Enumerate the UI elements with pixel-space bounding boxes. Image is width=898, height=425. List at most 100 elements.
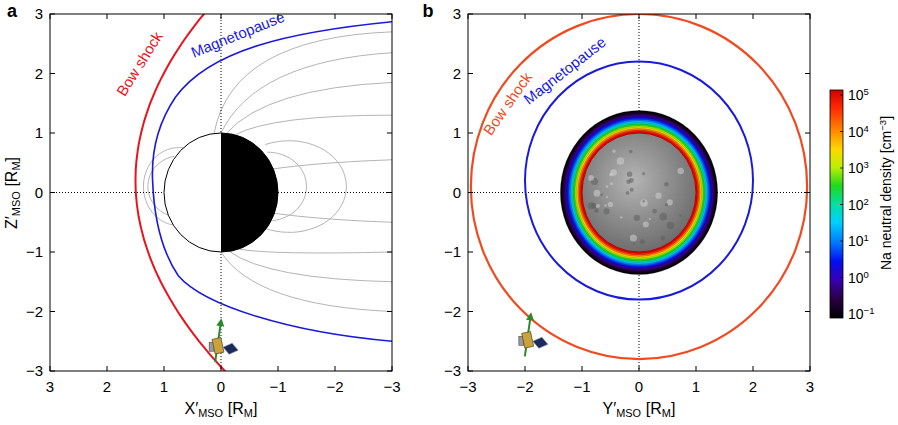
tick-label: −1 <box>444 244 461 261</box>
crater <box>630 234 637 241</box>
crater <box>626 191 630 195</box>
tick-mark <box>805 371 810 372</box>
tick-mark <box>387 311 392 312</box>
crater <box>594 190 601 197</box>
colorbar-tick-label: 103 <box>848 160 869 177</box>
tick-mark <box>164 14 165 19</box>
crater <box>642 200 644 202</box>
tick-mark <box>582 366 583 371</box>
crater <box>617 157 624 164</box>
density-ring <box>566 116 712 268</box>
crater <box>588 202 595 209</box>
field-line <box>230 251 392 281</box>
tick-label: 2 <box>103 379 111 396</box>
solar-panel <box>533 337 548 348</box>
axis-title: Z′MSO[RM] <box>3 157 23 229</box>
tick-label: 0 <box>453 184 461 201</box>
crater <box>633 242 635 244</box>
field-line <box>221 252 392 312</box>
field-lines <box>144 32 393 312</box>
axis-title-part: MSO <box>198 407 223 419</box>
crater <box>594 208 599 213</box>
colorbar-title: Na neutral density [cm−3] <box>878 115 895 269</box>
tick-label: −3 <box>444 363 461 380</box>
tick-label: 2 <box>35 65 43 82</box>
tick-mark <box>525 14 526 19</box>
tick-mark <box>805 73 810 74</box>
density-ring <box>573 124 704 261</box>
tick-mark <box>50 14 55 15</box>
tick-mark <box>805 133 810 134</box>
field-line <box>227 82 392 133</box>
colorbar-tick-label-part: 0 <box>864 268 869 279</box>
density-ring <box>576 127 702 258</box>
colorbar-tick-label: 10−1 <box>848 306 874 323</box>
tick-label: 3 <box>35 6 43 23</box>
tick-mark <box>50 371 55 372</box>
colorbar-tick-label: 105 <box>848 87 869 104</box>
crater <box>643 222 649 228</box>
tick-mark <box>840 277 843 278</box>
crater <box>665 203 668 206</box>
tick-mark <box>753 14 754 19</box>
crater <box>627 171 632 176</box>
tick-mark <box>525 366 526 371</box>
tick-label: 3 <box>806 379 814 396</box>
tick-mark <box>753 366 754 371</box>
density-ring <box>560 110 717 274</box>
tick-mark <box>840 314 843 315</box>
planet-nightside <box>221 133 278 252</box>
tick-label: 0 <box>217 379 225 396</box>
crater <box>664 182 669 187</box>
crater <box>606 185 609 188</box>
tick-mark <box>392 14 393 19</box>
density-ring <box>579 130 699 255</box>
crater <box>608 202 613 207</box>
crater <box>659 213 667 221</box>
axis-title: X′MSO[RM] <box>185 400 258 420</box>
bow-shock-label: Bow shock <box>114 29 166 99</box>
panel-a-plot <box>50 14 392 371</box>
tick-label: −1 <box>269 379 286 396</box>
tick-mark <box>468 192 473 193</box>
crater <box>596 204 600 208</box>
colorbar-tick-label-part: 10 <box>848 123 864 139</box>
tick-mark <box>335 14 336 19</box>
crater <box>667 222 674 229</box>
tick-mark <box>107 366 108 371</box>
crater <box>626 179 630 183</box>
tick-mark <box>50 311 55 312</box>
tick-mark <box>50 14 51 19</box>
density-ring <box>563 113 715 271</box>
tick-mark <box>387 371 392 372</box>
tick-mark <box>468 133 473 134</box>
tick-mark <box>221 14 222 19</box>
field-line <box>214 32 392 133</box>
crater <box>655 193 661 199</box>
tick-mark <box>387 133 392 134</box>
tick-mark <box>50 366 51 371</box>
crater <box>629 150 633 154</box>
crater <box>679 214 681 216</box>
density-ring <box>568 118 711 267</box>
plot-frame <box>50 14 392 371</box>
tick-mark <box>468 366 469 371</box>
colorbar-tick-label: 100 <box>848 269 869 286</box>
axis-title-part: Z′ <box>3 216 20 229</box>
colorbar-tick-label-part: 10 <box>848 196 864 212</box>
tick-mark <box>468 14 469 19</box>
axis-title-part: [R <box>228 400 244 417</box>
solar-panel <box>223 343 238 354</box>
tick-label: −3 <box>383 379 400 396</box>
crater <box>610 182 613 185</box>
tick-mark <box>805 311 810 312</box>
tick-mark <box>278 366 279 371</box>
magnetopause-circle <box>525 62 753 300</box>
axis-title-part: [R <box>646 400 662 417</box>
density-ring <box>565 115 714 270</box>
crater <box>677 168 683 174</box>
colorbar-tick-label: 101 <box>848 233 869 250</box>
crater <box>604 204 606 206</box>
tick-label: 3 <box>453 6 461 23</box>
tick-mark <box>840 204 843 205</box>
